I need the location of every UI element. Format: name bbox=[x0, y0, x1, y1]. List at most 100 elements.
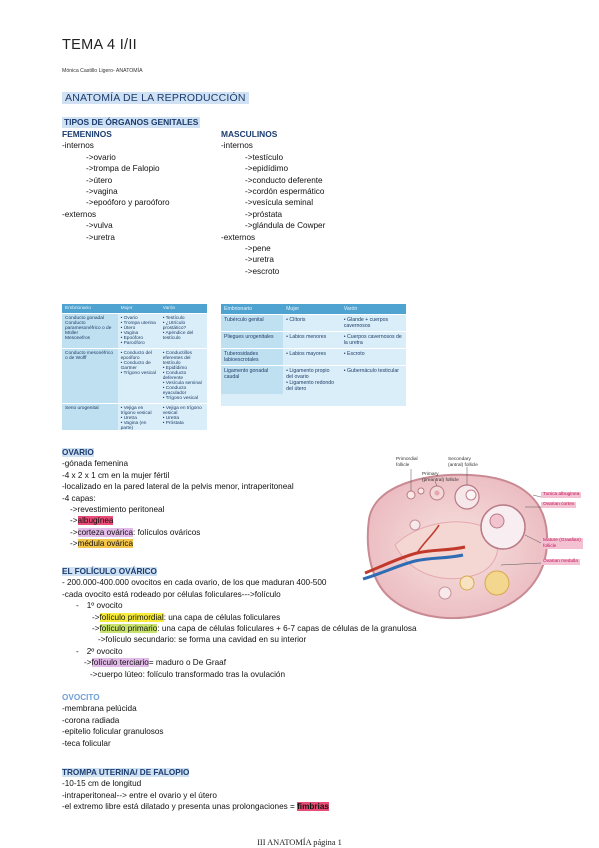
masculinos-externos-list: ->pene ->uretra ->escroto bbox=[221, 243, 325, 277]
table-row: Seno urogenital • Vejiga en trígono vesic… bbox=[62, 403, 207, 430]
table-cell: • Gubernáculo testicular bbox=[340, 365, 406, 394]
list-item: ->testículo bbox=[245, 152, 283, 162]
corpus-luteum-shape bbox=[484, 570, 510, 596]
list-item: -epitelio folicular granulosos bbox=[62, 727, 164, 737]
label-primordial-follicle: Primordial follicle bbox=[396, 457, 418, 468]
table-row: Conducto mesonéfrico o de Wolff• Conduct… bbox=[62, 348, 207, 404]
section-main-title: ANATOMÍA DE LA REPRODUCCIÓN bbox=[62, 92, 249, 104]
table-header-cell: Varón bbox=[340, 304, 406, 315]
list-item: -4 capas: bbox=[62, 493, 96, 503]
list-item: ->glándula de Cowper bbox=[245, 221, 326, 231]
list-item: ->epoóforo y paroóforo bbox=[86, 198, 170, 208]
femeninos-externos: -externos bbox=[62, 209, 97, 219]
ovocito-heading: OVOCITO bbox=[62, 693, 100, 702]
list-item: ->cordón espermático bbox=[245, 187, 325, 197]
mature-follicle-shape bbox=[480, 504, 526, 550]
ovocito-section: OVOCITO -membrana pelúcida -corona radia… bbox=[62, 692, 164, 749]
list-item: -cada ovocito está rodeado por células f… bbox=[62, 589, 281, 599]
list-item: ->trompa de Falopio bbox=[86, 164, 160, 174]
list-item: -intraperitoneal--> entre el ovario y el… bbox=[62, 790, 217, 800]
masculinos-internos-list: ->testículo ->epidídimo ->conducto defer… bbox=[221, 152, 325, 232]
label-secondary-follicle: Secondary (antral) follicle bbox=[448, 457, 478, 468]
table-cell: Tubérculo genital bbox=[221, 314, 284, 332]
table-header-cell: Embrionario bbox=[221, 304, 284, 315]
masculinos-block: MASCULINOS -internos ->testículo ->epidí… bbox=[221, 129, 325, 277]
table-cell: • Conducto del epoóforo • Conducto de Ga… bbox=[117, 348, 160, 404]
list-item: -gónada femenina bbox=[62, 459, 129, 469]
blood-vessel-blue bbox=[362, 553, 464, 581]
capas-list: ->revestimiento peritoneal ->albugínea -… bbox=[62, 504, 294, 550]
folicle-terciario-item: ->folículo terciario= maduro o De Graaf bbox=[84, 658, 226, 668]
ovario-section: OVARIO -gónada femenina -4 x 2 x 1 cm en… bbox=[62, 447, 294, 550]
page-title: TEMA 4 I/II bbox=[62, 37, 138, 53]
table-row: Tuberosidades labioescrotales• Labios ma… bbox=[221, 348, 406, 366]
table-cell: Seno urogenital bbox=[62, 403, 118, 430]
table-cell: • Testículo • ¿Utrículo prostático? • Ap… bbox=[159, 313, 207, 349]
femeninos-internos: -internos bbox=[62, 141, 94, 151]
table-cell: Conducto gonadal Conducto paramesonéfric… bbox=[62, 313, 118, 349]
table-header-cell: Embrionario bbox=[62, 304, 118, 314]
label-mature-follicle: Mature (Graafian) follicle bbox=[541, 538, 583, 550]
folicle-primario-item: ->folículo primario: una capa de células… bbox=[92, 624, 417, 634]
table-row: Tubérculo genital• Clítoris• Glande + cu… bbox=[221, 314, 406, 332]
table-header-cell: Varón bbox=[159, 304, 207, 314]
trompa-section: TROMPA UTERINA/ DE FALOPIO -10-15 cm de … bbox=[62, 767, 329, 813]
primordial-follicle-shape bbox=[406, 490, 416, 500]
cuerpo-luteo-item: ->cuerpo lúteo: folículo transformado tr… bbox=[90, 669, 286, 679]
list-item: -10-15 cm de longitud bbox=[62, 779, 142, 789]
list-item: -corona radiada bbox=[62, 715, 120, 725]
list-item: -4 x 2 x 1 cm en la mujer fértil bbox=[62, 470, 170, 480]
list-item: ->útero bbox=[86, 175, 113, 185]
list-item: ->conducto deferente bbox=[245, 175, 323, 185]
table-cell: Pliegues urogenitales bbox=[221, 331, 284, 349]
list-item: ->escroto bbox=[245, 266, 280, 276]
table-cell: • Vejiga en trígono vesical • Uretra • P… bbox=[159, 403, 207, 430]
folicle-primordial-item: ->folículo primordial: una capa de célul… bbox=[92, 612, 281, 622]
trompa-heading: TROMPA UTERINA/ DE FALOPIO bbox=[62, 768, 190, 777]
ovary-diagram bbox=[362, 467, 549, 620]
list-item: ->vesícula seminal bbox=[245, 198, 314, 208]
ovario-heading: OVARIO bbox=[62, 448, 94, 457]
capa-peritoneal: ->revestimiento peritoneal bbox=[70, 505, 165, 515]
table-header-cell: Mujer bbox=[283, 304, 341, 315]
organos-heading: TIPOS DE ÓRGANOS GENITALES bbox=[62, 117, 201, 129]
femeninos-heading: FEMENINOS bbox=[62, 129, 112, 139]
capa-medula: ->médula ovárica bbox=[70, 539, 134, 549]
label-primary-follicle: Primary (preantral) follicle bbox=[422, 472, 459, 483]
table-cell: • Labios menores bbox=[283, 331, 341, 349]
femeninos-block: FEMENINOS -internos ->ovario ->trompa de… bbox=[62, 129, 170, 243]
foliculo-heading: EL FOLÍCULO OVÁRICO bbox=[62, 567, 157, 576]
table-cell: • Glande + cuerpos cavernosos bbox=[340, 314, 406, 332]
table-cell: • Escroto bbox=[340, 348, 406, 366]
femeninos-internos-list: ->ovario ->trompa de Falopio ->útero ->v… bbox=[62, 152, 170, 209]
list-item: -localizado en la pared lateral de la pe… bbox=[62, 482, 294, 492]
table-row: Pliegues urogenitales• Labios menores• C… bbox=[221, 331, 406, 349]
table-cell: Ligamento gonadal caudal bbox=[221, 365, 284, 394]
list-item: ->vagina bbox=[86, 187, 118, 197]
table-cell: • Ovario • Trompa uterina • Útero • Vagi… bbox=[117, 313, 160, 349]
table-row: Ligamento gonadal caudal• Ligamento prop… bbox=[221, 365, 406, 394]
list-item: ->próstata bbox=[245, 209, 283, 219]
table-cell: Tuberosidades labioescrotales bbox=[221, 348, 284, 366]
label-ovarian-cortex: Ovarian cortex bbox=[541, 502, 577, 508]
list-item: ->uretra bbox=[245, 255, 274, 265]
table-row: Conducto gonadal Conducto paramesonéfric… bbox=[62, 313, 207, 349]
masculinos-externos: -externos bbox=[221, 232, 256, 242]
list-item: ->uretra bbox=[86, 232, 115, 242]
list-item: ->epidídimo bbox=[245, 164, 289, 174]
table-cell: • Conductillos eferentes del testículo •… bbox=[159, 348, 207, 404]
list-item: ->ovario bbox=[86, 152, 116, 162]
label-tunica-albuginea: Tunica albuginea bbox=[541, 492, 582, 498]
capa-albuginea: ->albugínea bbox=[70, 516, 114, 526]
femeninos-externos-list: ->vulva ->uretra bbox=[62, 220, 170, 243]
page-footer: III ANATOMÍA página 1 bbox=[257, 838, 342, 847]
table-cell: • Cuerpos cavernosos de la uretra bbox=[340, 331, 406, 349]
table-cell: Conducto mesonéfrico o de Wolff bbox=[62, 348, 118, 404]
list-item: ->vulva bbox=[86, 221, 113, 231]
blood-vessel-red-branch bbox=[416, 524, 440, 554]
trompa-last-item: -el extremo libre está dilatado y presen… bbox=[62, 802, 329, 812]
masculinos-internos: -internos bbox=[221, 141, 253, 151]
